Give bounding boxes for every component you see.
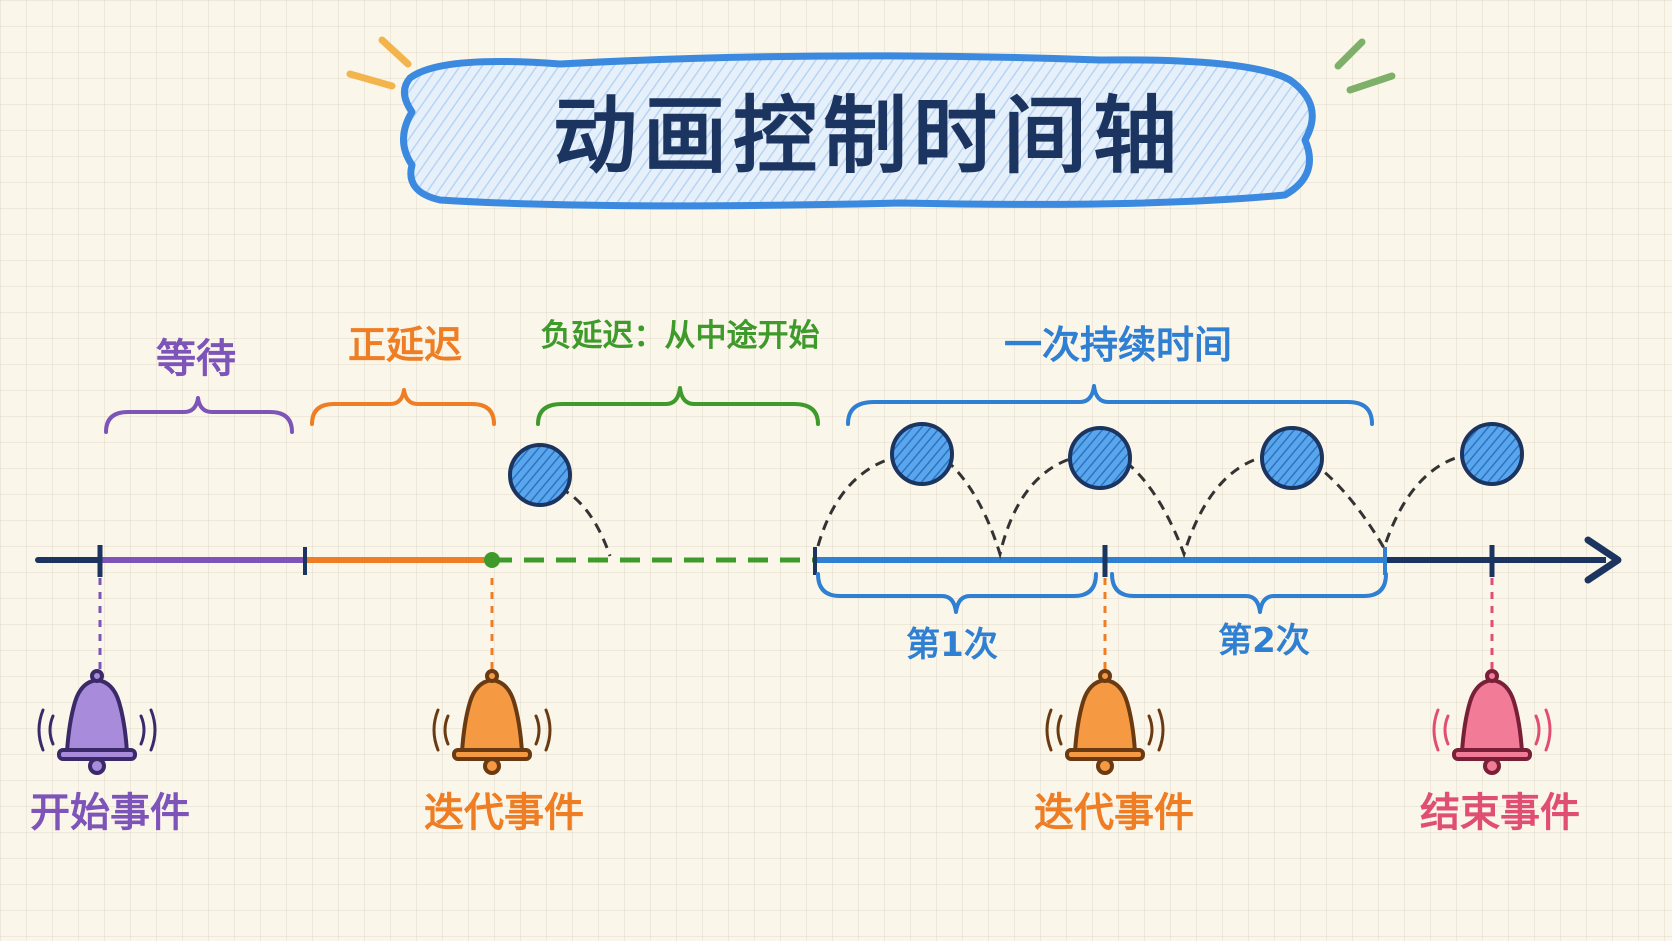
- ball-icon: [1068, 426, 1132, 490]
- label-iteration-2: 第2次: [1218, 621, 1310, 661]
- bell-icon: [432, 669, 552, 775]
- bell-icon: [37, 669, 157, 775]
- event-end-label: 结束事件: [1420, 790, 1580, 836]
- arrow-right-icon: [1584, 536, 1622, 584]
- ball-icon: [508, 443, 572, 507]
- brace-negative: [536, 386, 820, 426]
- event-iteration-label: 迭代事件: [1034, 790, 1194, 836]
- page-title: 动画控制时间轴: [553, 87, 1183, 185]
- label-positive-delay: 正延迟: [348, 323, 462, 367]
- label-one-duration: 一次持续时间: [1004, 323, 1232, 367]
- brace-iteration-2: [1110, 572, 1388, 614]
- ball-icon: [1260, 426, 1324, 490]
- bell-icon: [1045, 669, 1165, 775]
- label-wait: 等待: [156, 336, 236, 382]
- title-banner: 动画控制时间轴: [400, 52, 1316, 210]
- sparkle-right-icon: [1334, 38, 1396, 94]
- brace-wait: [104, 396, 294, 434]
- bell-icon: [1432, 669, 1552, 775]
- brace-delay: [310, 388, 496, 426]
- sparkle-left-icon: [346, 36, 412, 90]
- ball-icon: [890, 422, 954, 486]
- event-iteration-label: 迭代事件: [424, 790, 584, 836]
- brace-duration: [846, 384, 1374, 426]
- ball-icon: [1460, 422, 1524, 486]
- label-negative-delay: 负延迟：从中途开始: [541, 318, 820, 354]
- event-start-label: 开始事件: [30, 790, 190, 836]
- time-axis: [35, 536, 1622, 584]
- label-iteration-1: 第1次: [906, 625, 998, 665]
- tick-delay-end: [484, 552, 500, 568]
- brace-iteration-1: [816, 572, 1098, 614]
- bounce-path: [559, 454, 1463, 560]
